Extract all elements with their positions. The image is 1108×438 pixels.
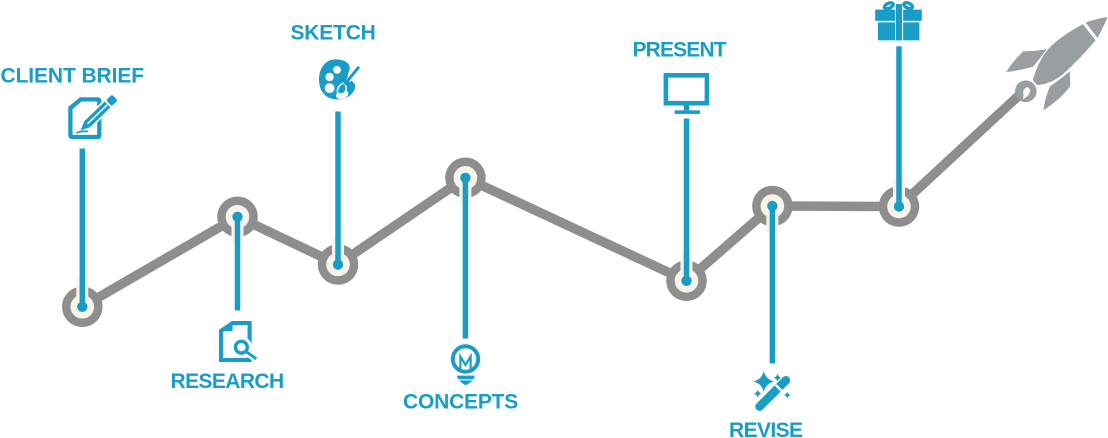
svg-text:PRESENT: PRESENT	[633, 39, 727, 62]
svg-text:CLIENT BRIEF: CLIENT BRIEF	[1, 65, 145, 88]
svg-text:SKETCH: SKETCH	[291, 21, 376, 44]
svg-text:REVISE: REVISE	[729, 419, 803, 438]
svg-text:CONCEPTS: CONCEPTS	[403, 390, 518, 413]
svg-text:RESEARCH: RESEARCH	[171, 370, 284, 393]
